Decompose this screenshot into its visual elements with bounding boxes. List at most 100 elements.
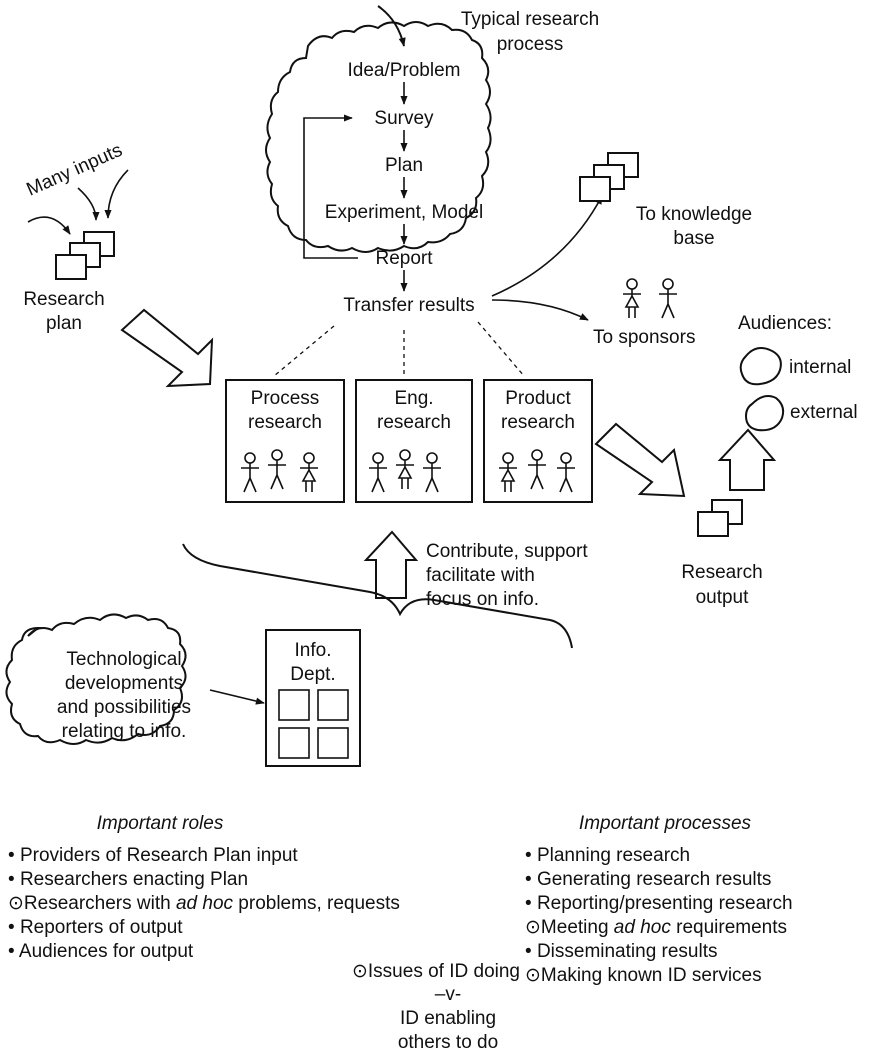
audience-internal-label: internal (789, 357, 851, 378)
process-item-marker: ⊙ (525, 917, 541, 938)
department-label-line1: Eng. (394, 388, 433, 409)
role-item: ⊙Researchers with ad hoc problems, reque… (8, 893, 400, 914)
process-item-text: Planning research (537, 845, 690, 866)
role-item: • Researchers enacting Plan (8, 869, 248, 890)
audience-blob-internal (739, 347, 782, 386)
process-item-marker: ⊙ (525, 965, 541, 986)
process-item-emphasis: ad hoc (614, 917, 672, 938)
step-plan: Plan (385, 155, 423, 176)
process-item-marker: • (525, 893, 537, 914)
role-item: • Audiences for output (8, 941, 194, 962)
tech-to-info-arrow (209, 689, 265, 705)
output-to-audiences-arrow (717, 428, 777, 491)
role-item-marker: • (8, 917, 20, 938)
process-title-line1: Typical research (461, 9, 599, 30)
to-sponsors-arrow (491, 299, 589, 321)
department-label-line1: Process (251, 388, 320, 409)
support-text-line2: facilitate with (426, 565, 535, 586)
issues-line3: ID enabling (400, 1008, 496, 1029)
processes-list: • Planning research• Generating research… (525, 845, 793, 986)
process-item: • Reporting/presenting research (525, 893, 793, 914)
process-item-marker: • (525, 941, 537, 962)
process-item-text: Generating research results (537, 869, 771, 890)
role-item-text: Researchers enacting Plan (20, 869, 248, 890)
process-item-text: requirements (671, 917, 787, 938)
role-item-marker: • (8, 845, 20, 866)
sponsor-male-figure (658, 278, 678, 319)
input-arrows (27, 169, 129, 235)
top-input-arrow (377, 5, 406, 47)
process-cloud (265, 21, 492, 253)
tech-cloud (5, 613, 187, 745)
sponsors-label: To sponsors (593, 327, 695, 348)
process-item: • Disseminating results (525, 941, 718, 962)
info-dept-label-line2: Dept. (290, 664, 335, 685)
role-item-text: Researchers with (24, 893, 176, 914)
department-eng-research: Eng. research (355, 379, 473, 503)
issues-line2: –v- (435, 984, 461, 1005)
sponsor-female-figure (622, 278, 642, 319)
step-transfer-results: Transfer results (343, 295, 474, 316)
research-plan-label-line1: Research (23, 289, 104, 310)
tech-text-line3: and possibilities (57, 697, 191, 718)
role-item-marker: • (8, 941, 19, 962)
research-plan-label-line2: plan (46, 313, 82, 334)
plan-to-departments-arrow (120, 308, 214, 388)
process-item-marker: • (525, 869, 537, 890)
research-output-documents-icon (697, 499, 743, 537)
process-item-text: Reporting/presenting research (537, 893, 793, 914)
tech-text-line2: developments (65, 673, 183, 694)
process-item-text: Meeting (541, 917, 614, 938)
department-dashed-links (273, 321, 525, 377)
step-survey: Survey (374, 108, 434, 129)
support-up-arrow (363, 530, 419, 599)
role-item-marker: ⊙ (8, 893, 24, 914)
department-process-research: Process research (225, 379, 345, 503)
process-item: • Planning research (525, 845, 690, 866)
process-item-text: Disseminating results (537, 941, 718, 962)
department-label-line1: Product (505, 388, 571, 409)
research-plan-documents-icon (55, 231, 115, 280)
audience-external-label: external (790, 402, 858, 423)
info-dept-label-line1: Info. (295, 640, 332, 661)
department-label-line2: research (501, 412, 575, 433)
role-item: • Reporters of output (8, 917, 183, 938)
support-text-line1: Contribute, support (426, 541, 588, 562)
many-inputs-label: Many inputs (23, 140, 125, 201)
issues-line4: others to do (398, 1032, 498, 1053)
role-item-text: Audiences for output (19, 941, 194, 962)
role-item-text: Reporters of output (20, 917, 183, 938)
role-item-marker: • (8, 869, 20, 890)
issues-text: Issues of ID doing (368, 961, 520, 982)
processes-heading: Important processes (579, 813, 752, 834)
issues-line1: ⊙Issues of ID doing (352, 961, 520, 982)
tech-text-line1: Technological (66, 649, 181, 670)
process-item: ⊙Making known ID services (525, 965, 762, 986)
role-item: • Providers of Research Plan input (8, 845, 298, 866)
role-item-text: problems, requests (233, 893, 400, 914)
to-knowledge-base-arrow (491, 195, 603, 297)
roles-list: • Providers of Research Plan input• Rese… (8, 845, 400, 962)
role-item-text: Providers of Research Plan input (20, 845, 298, 866)
process-item-marker: • (525, 845, 537, 866)
department-product-research: Product research (483, 379, 593, 503)
audiences-title: Audiences: (738, 313, 832, 334)
support-text-line3: focus on info. (426, 589, 539, 610)
department-label-line2: research (377, 412, 451, 433)
knowledge-base-label-line1: To knowledge (636, 204, 752, 225)
process-item: ⊙Meeting ad hoc requirements (525, 917, 787, 938)
departments-to-output-arrow (594, 422, 686, 498)
roles-heading: Important roles (97, 813, 224, 834)
support-brace (182, 543, 573, 649)
issues-marker: ⊙ (352, 961, 368, 982)
department-label-line2: research (248, 412, 322, 433)
audience-blob-external (744, 395, 785, 432)
knowledge-base-documents-icon (579, 152, 639, 202)
process-item: • Generating research results (525, 869, 771, 890)
step-idea-problem: Idea/Problem (347, 60, 460, 81)
step-experiment-model: Experiment, Model (325, 202, 483, 223)
research-output-label-line2: output (696, 587, 750, 608)
knowledge-base-label-line2: base (673, 228, 714, 249)
process-title-line2: process (497, 34, 564, 55)
